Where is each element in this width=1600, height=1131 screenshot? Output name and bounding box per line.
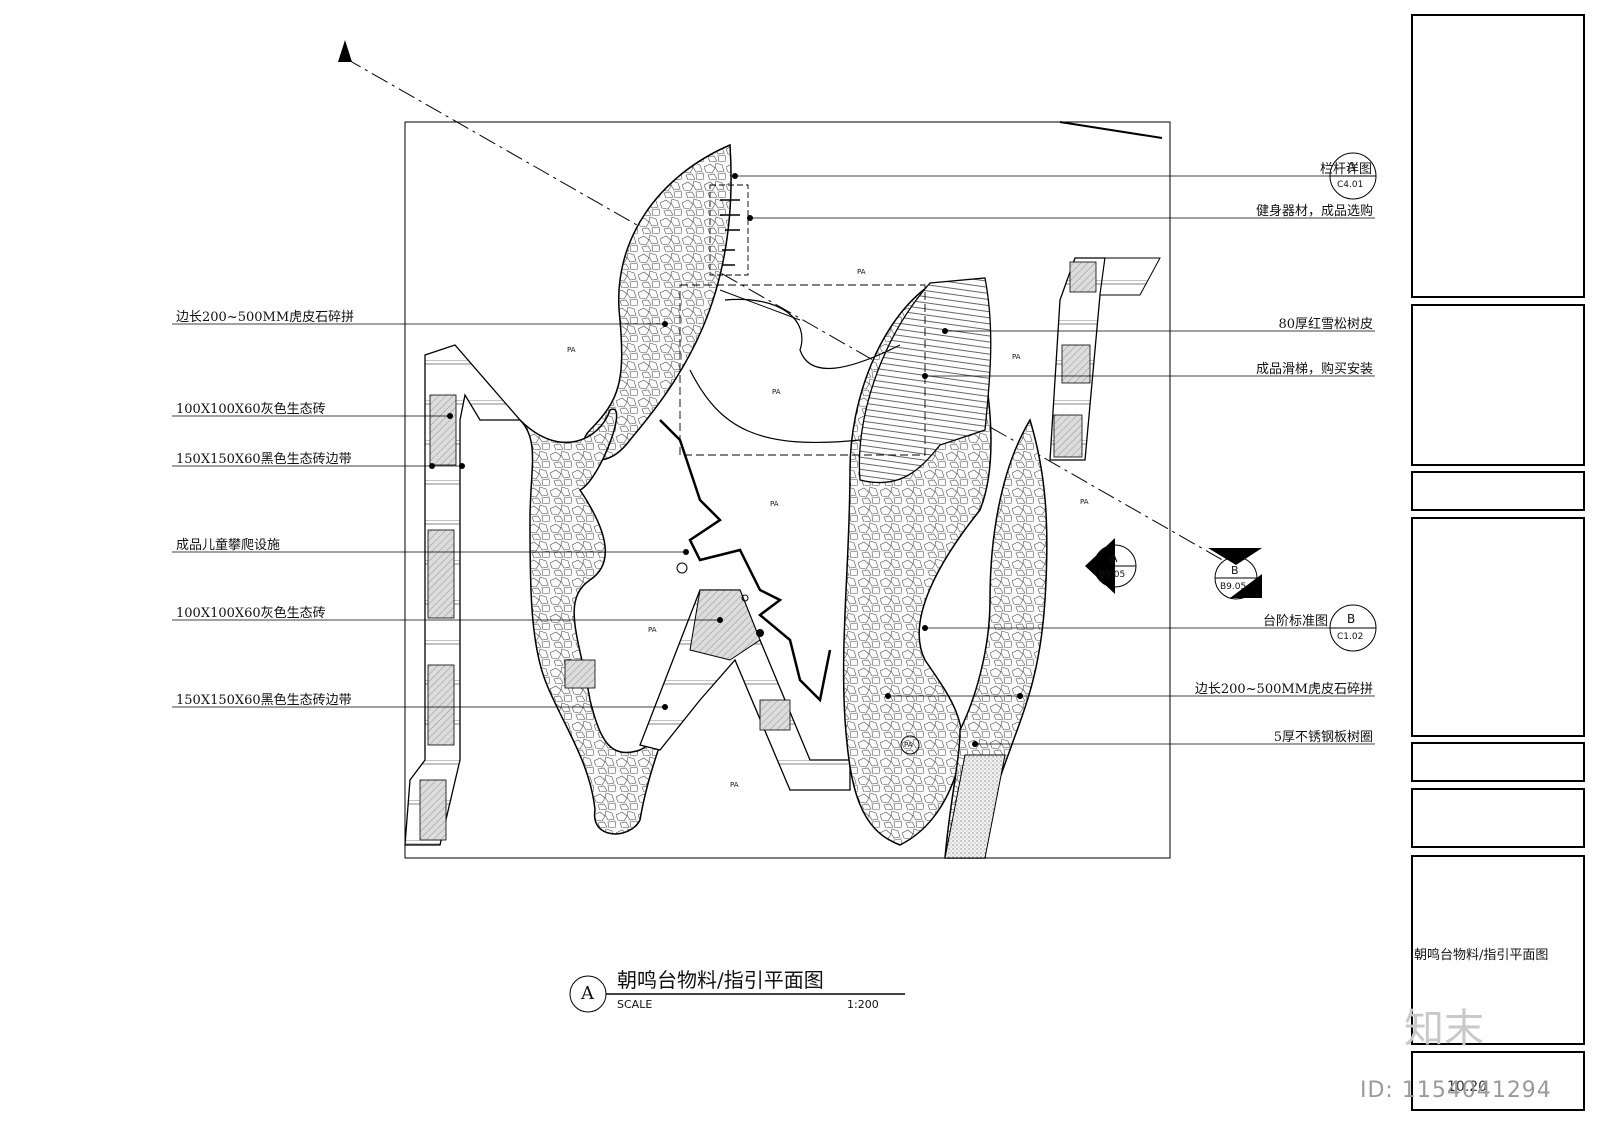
sheet-number: 10.20 (1447, 1079, 1488, 1095)
stone-area-middle (519, 408, 701, 835)
callout-left: 100X100X60灰色生态砖 (176, 606, 326, 621)
area-tag: PA (770, 500, 779, 508)
tree-pit (944, 754, 1006, 859)
callout-right: 健身器材，成品选购 (1255, 204, 1373, 219)
bubble-letter: A (1347, 160, 1356, 174)
area-tag: PA (567, 346, 576, 354)
bubble-letter: A (1110, 552, 1118, 565)
area-tag: PA (904, 741, 913, 749)
stone-area-top (582, 143, 732, 461)
section-line (344, 57, 1241, 571)
area-tag: PA (648, 626, 657, 634)
bubble-letter: B (1347, 612, 1356, 626)
callout-right: 5厚不锈钢板树圈 (1273, 730, 1373, 745)
callout-left: 150X150X60黑色生态砖边带 (176, 452, 352, 467)
callout-right: 边长200~500MM虎皮石碎拼 (1194, 682, 1373, 697)
section-arrow-top (338, 40, 352, 62)
callout-right: 80厚红雪松树皮 (1278, 317, 1373, 332)
callout-right: 成品滑梯，购买安装 (1255, 362, 1373, 377)
scale-value: 1:200 (847, 998, 879, 1011)
callout-left: 150X150X60黑色生态砖边带 (176, 693, 352, 708)
climbing-facility (659, 419, 832, 703)
watermark-id: ID: 1154041294 (1360, 1078, 1552, 1103)
slide-zone-dashed (679, 284, 926, 456)
bubble-ref: C1.02 (1337, 632, 1364, 642)
tree-circle (900, 735, 920, 755)
fitness-zone-dashed (709, 184, 749, 276)
area-tag: PA (857, 268, 866, 276)
bubble-ref: B9.05 (1099, 570, 1126, 580)
slide-path (724, 298, 901, 370)
grey-brick-strip-left (404, 344, 522, 846)
bubble-letter: B (1231, 564, 1239, 577)
callout-right: 台阶标准图 (1262, 614, 1328, 629)
bubble-ref: B9.05 (1220, 582, 1247, 592)
area-tag: PA (730, 781, 739, 789)
bubble-ref: C4.01 (1337, 180, 1364, 190)
area-tag: PA (772, 388, 781, 396)
callout-left: 边长200~500MM虎皮石碎拼 (176, 310, 355, 325)
callout-right: 栏杆详图 (1319, 162, 1372, 177)
sheet-title: 朝鸣台物料/指引平面图 (1414, 948, 1549, 963)
area-tag: PA (1012, 353, 1021, 361)
plan-boundary (404, 121, 1171, 859)
callout-left: 成品儿童攀爬设施 (176, 538, 281, 553)
scale-label: SCALE (617, 998, 653, 1011)
drawing-letter: A (581, 983, 594, 1004)
area-tag: PA (1080, 498, 1089, 506)
title-block-frames (1411, 14, 1585, 1111)
callout-left: 100X100X60灰色生态砖 (176, 402, 326, 417)
drawing-title: 朝鸣台物料/指引平面图 (617, 968, 824, 992)
watermark-brand: 知末 (1404, 1006, 1484, 1052)
